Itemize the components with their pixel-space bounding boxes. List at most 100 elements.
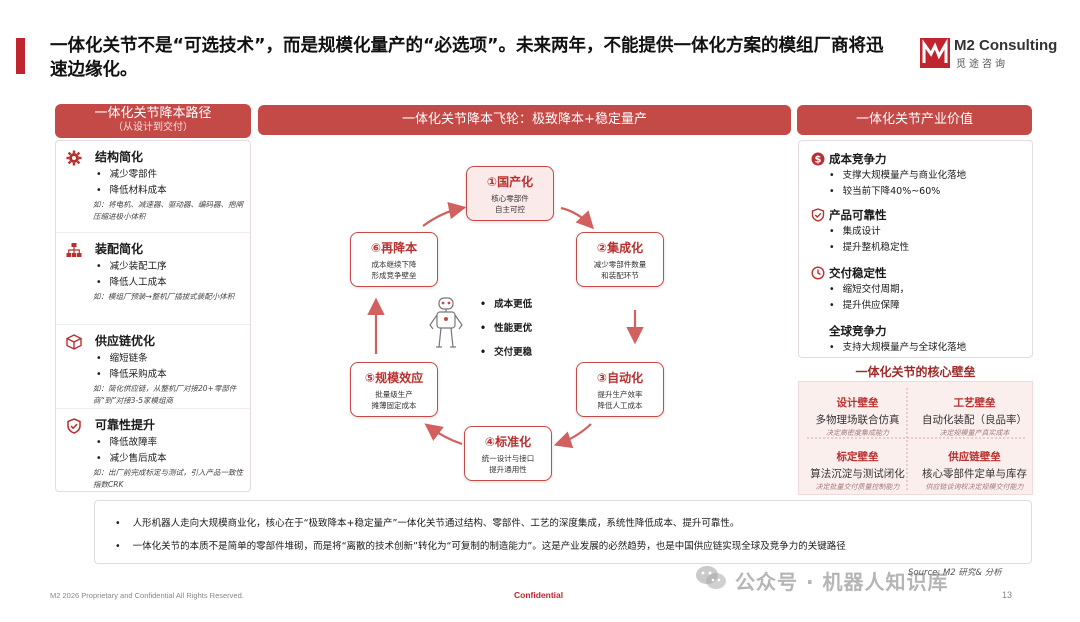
right-header: 一体化关节产业价值 xyxy=(797,105,1032,135)
path-item: 减少零部件 xyxy=(96,167,167,183)
path-example: 如：模组厂预装→整机厂插拔式装配小体积 xyxy=(93,292,235,301)
path-title: 结构简化 xyxy=(95,150,144,164)
value-item: 提升供应保障 xyxy=(829,298,909,314)
flywheel-node-cost-down: ⑥再降本 成本继续下降形成竞争壁垒 xyxy=(350,232,438,287)
core-barriers-title: 一体化关节的核心壁垒 xyxy=(855,365,976,379)
box-icon xyxy=(66,334,82,350)
path-item: 降低材料成本 xyxy=(96,183,167,199)
footer-confidential: Confidential xyxy=(514,590,564,600)
path-example: 如：简化供应链，从整机厂对接20+零部件商“到”对接3-5家模组商 xyxy=(93,384,237,405)
page-number: 13 xyxy=(1002,590,1013,600)
watermark-text: 公众号 · 机器人知识库 xyxy=(735,570,949,594)
barrier-desc: 核心零部件定单与库存 xyxy=(922,468,1027,480)
summary-item: 一体化关节的本质不是简单的零部件堆砌，而是将“离散的技术创新”转化为“可复制的制… xyxy=(115,535,846,558)
outcome-item: 性能更优 xyxy=(480,317,532,341)
barrier-note: 决定高密度集成能力 xyxy=(826,429,889,437)
flywheel-node-automation: ③自动化 提升生产效率降低人工成本 xyxy=(576,362,664,417)
watermark: 公众号 · 机器人知识库 xyxy=(695,564,1055,594)
node-desc: 批量级生产 xyxy=(375,390,413,399)
path-item: 减少装配工序 xyxy=(96,259,167,275)
left-header: 一体化关节降本路径 （从设计到交付） xyxy=(55,104,251,138)
source-note: Source: M2 研究& 分析 xyxy=(908,568,1002,578)
barrier-title: 标定壁垒 xyxy=(836,451,879,463)
brand-logo: M2 Consulting 觅途咨询 xyxy=(920,36,1070,72)
summary-item: 人形机器人走向大规模商业化，核心在于“极致降本+稳定量产”一体化关节通过结构、零… xyxy=(115,512,846,535)
m2-logo-icon xyxy=(920,38,950,68)
node-title: ⑥再降本 xyxy=(370,241,418,255)
path-item: 降低采购成本 xyxy=(96,367,167,383)
node-desc: 核心零部件 xyxy=(491,194,529,203)
left-header-title: 一体化关节降本路径 xyxy=(94,106,212,121)
flywheel-node-integration: ②集成化 减少零部件数量和装配环节 xyxy=(576,232,664,287)
footer-copyright: M2 2026 Proprietary and Confidential All… xyxy=(50,591,244,600)
path-section-structure: 结构简化 减少零部件降低材料成本 如：将电机、减速器、驱动器、编码器、抱闸压缩进… xyxy=(56,141,250,233)
path-item: 缩短链条 xyxy=(96,351,167,367)
node-title: ⑤规模效应 xyxy=(364,371,424,385)
brand-name: M2 Consulting xyxy=(954,37,1058,54)
value-title: 成本竞争力 xyxy=(829,152,887,166)
arrow-3-4 xyxy=(553,423,592,449)
barrier-note: 决定规模量产真实成本 xyxy=(939,429,1010,437)
barrier-title: 设计壁垒 xyxy=(836,397,879,409)
barrier-title: 工艺壁垒 xyxy=(953,397,996,409)
page-title: 一体化关节不是“可选技术”，而是规模化量产的“必选项”。未来两年，不能提供一体化… xyxy=(50,36,884,80)
node-desc: 成本继续下降 xyxy=(371,260,417,269)
path-title: 可靠性提升 xyxy=(95,418,156,432)
dollar-icon: $ xyxy=(811,152,825,166)
node-desc: 提升生产效率 xyxy=(597,390,643,399)
clock-icon xyxy=(811,266,825,280)
node-desc: 减少零部件数量 xyxy=(593,260,647,269)
path-title: 供应链优化 xyxy=(95,334,156,348)
node-desc: 自主可控 xyxy=(495,205,525,214)
value-item: 支持大规模量产与全球化落地 xyxy=(829,340,967,356)
svg-text:$: $ xyxy=(815,155,822,166)
outcome-item: 交付更稳 xyxy=(480,341,532,365)
value-item: 提升整机稳定性 xyxy=(829,240,910,256)
node-desc: 提升通用性 xyxy=(489,465,527,474)
barrier-note: 供应链谈询权决定规模交付能力 xyxy=(925,483,1024,491)
node-title: ①国产化 xyxy=(486,175,534,189)
cost-path-panel: 结构简化 减少零部件降低材料成本 如：将电机、减速器、驱动器、编码器、抱闸压缩进… xyxy=(55,140,251,492)
arrow-6-1 xyxy=(422,201,467,227)
title-accent-bar xyxy=(16,38,25,74)
shield-icon xyxy=(67,418,81,434)
node-desc: 和装配环节 xyxy=(601,271,639,280)
flywheel-diagram: ①国产化 核心零部件自主可控 ②集成化 减少零部件数量和装配环节 ③自动化 提升… xyxy=(258,140,791,492)
node-title: ④标准化 xyxy=(484,435,532,449)
path-example: 如：将电机、减速器、驱动器、编码器、抱闸压缩进极小体积 xyxy=(93,200,243,221)
barrier-process: 工艺壁垒 自动化装配（良品率） 决定规模量产真实成本 xyxy=(916,395,1033,438)
outcome-item: 成本更低 xyxy=(480,293,532,317)
barrier-title: 供应链壁垒 xyxy=(948,451,1001,463)
value-item: 支撑大规模量产与商业化落地 xyxy=(829,168,967,184)
value-item: 较当前下降40%~60% xyxy=(829,184,966,200)
left-header-subtitle: （从设计到交付） xyxy=(113,122,193,133)
flywheel-node-localization: ①国产化 核心零部件自主可控 xyxy=(466,166,554,221)
flywheel-node-standardization: ④标准化 统一设计与接口提升通用性 xyxy=(464,426,552,481)
barrier-supply-chain: 供应链壁垒 核心零部件定单与库存 供应链谈询权决定规模交付能力 xyxy=(916,449,1033,492)
arrow-4-5 xyxy=(424,423,463,446)
barrier-desc: 多物理场联合仿真 xyxy=(815,414,900,426)
path-section-assembly: 装配简化 减少装配工序降低人工成本 如：模组厂预装→整机厂插拔式装配小体积 xyxy=(56,233,250,325)
wechat-icon xyxy=(696,566,726,589)
barrier-desc: 自动化装配（良品率） xyxy=(922,414,1027,426)
path-section-supply: 供应链优化 缩短链条降低采购成本 如：简化供应链，从整机厂对接20+零部件商“到… xyxy=(56,325,250,409)
hierarchy-icon xyxy=(66,243,82,257)
path-title: 装配简化 xyxy=(95,242,144,256)
path-item: 减少售后成本 xyxy=(96,451,167,467)
flywheel-outcomes: 成本更低 性能更优 交付更稳 xyxy=(480,293,532,365)
robot-icon xyxy=(429,297,463,348)
path-example: 如：出厂前完成标定与测试，引入产品一致性指数CRK xyxy=(93,468,243,489)
path-section-reliability: 可靠性提升 降低故障率减少售后成本 如：出厂前完成标定与测试，引入产品一致性指数… xyxy=(56,409,250,491)
gear-icon xyxy=(66,150,82,166)
industry-value-panel: $ 成本竞争力 支撑大规模量产与商业化落地较当前下降40%~60% 产品可靠性 … xyxy=(798,140,1033,358)
value-item: 集成设计 xyxy=(829,224,909,240)
value-title: 全球竞争力 xyxy=(829,324,887,338)
flywheel-arrows xyxy=(367,201,644,449)
flywheel-node-scale: ⑤规模效应 批量级生产摊薄固定成本 xyxy=(350,362,438,417)
barrier-design: 设计壁垒 多物理场联合仿真 决定高密度集成能力 xyxy=(799,395,916,438)
barrier-calibration: 标定壁垒 算法沉淀与测试闭化 决定批量交付质量控制能力 xyxy=(799,449,916,492)
node-desc: 降低人工成本 xyxy=(597,401,643,410)
summary-box: 人形机器人走向大规模商业化，核心在于“极致降本+稳定量产”一体化关节通过结构、零… xyxy=(94,500,1032,564)
matrix-axes xyxy=(807,388,1026,490)
flywheel-header: 一体化关节降本飞轮：极致降本+稳定量产 xyxy=(258,105,791,135)
